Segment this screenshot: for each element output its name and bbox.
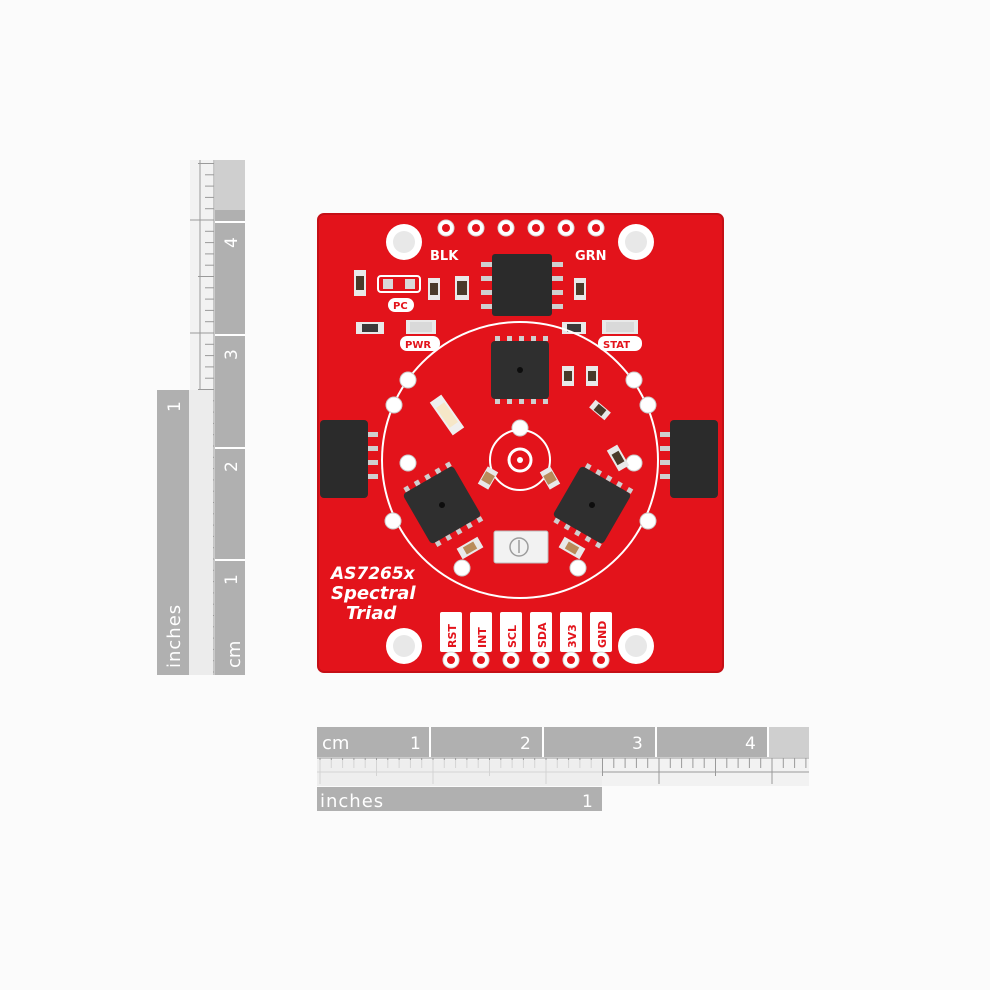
center-target bbox=[489, 429, 551, 491]
vruler-cm-1: 1 bbox=[222, 574, 242, 585]
bottom-header-pads bbox=[442, 651, 610, 669]
vruler-inch-1: 1 bbox=[165, 401, 185, 412]
board-title-line3: Triad bbox=[346, 603, 397, 624]
hruler-cm-label: cm bbox=[322, 733, 349, 754]
qwiic-connector-left bbox=[320, 420, 378, 498]
pin-3v3: 3V3 bbox=[566, 624, 579, 648]
pin-scl: SCL bbox=[506, 625, 519, 648]
hruler-cm-4: 4 bbox=[745, 734, 756, 754]
sensor-right bbox=[553, 463, 634, 549]
vruler-inches-label: inches bbox=[164, 604, 185, 668]
vruler-cm-2: 2 bbox=[222, 461, 242, 472]
label-grn: GRN bbox=[575, 249, 607, 264]
label-pwr: PWR bbox=[405, 340, 431, 351]
horizontal-ruler: cm 1 2 3 4 inches 1 bbox=[317, 727, 809, 812]
via-pads bbox=[384, 371, 657, 577]
hruler-cm-1: 1 bbox=[410, 734, 421, 754]
top-header-pads bbox=[437, 219, 605, 237]
hruler-cm-3: 3 bbox=[632, 734, 643, 754]
board-title-line2: Spectral bbox=[331, 583, 416, 604]
flash-chip bbox=[481, 254, 563, 316]
qwiic-connector-right bbox=[660, 420, 718, 498]
pin-sda: SDA bbox=[536, 622, 549, 648]
sensor-top bbox=[491, 336, 549, 404]
bottom-pin-labels bbox=[440, 612, 612, 652]
smd-components-ring bbox=[429, 366, 630, 560]
pin-gnd: GND bbox=[596, 621, 609, 648]
hruler-inches-label: inches bbox=[320, 791, 384, 812]
label-stat: STAT bbox=[603, 340, 630, 351]
hruler-cm-2: 2 bbox=[520, 734, 531, 754]
vertical-ruler: 4 3 2 1 cm 1 inches bbox=[157, 160, 245, 675]
vruler-cm-3: 3 bbox=[222, 349, 242, 360]
pin-rst: RST bbox=[446, 624, 459, 648]
smd-components-top bbox=[354, 270, 638, 334]
mounting-holes bbox=[386, 224, 654, 664]
label-blk: BLK bbox=[430, 249, 459, 264]
pin-int: INT bbox=[476, 627, 489, 648]
sensor-left bbox=[403, 461, 484, 547]
hruler-inch-1: 1 bbox=[582, 792, 593, 812]
board-title-line1: AS7265x bbox=[329, 564, 416, 584]
label-pc: PC bbox=[393, 301, 408, 312]
white-led bbox=[493, 530, 549, 564]
vruler-cm-label: cm bbox=[224, 641, 245, 668]
pcb-board: BLK GRN PC PWR bbox=[317, 213, 724, 673]
vruler-cm-4: 4 bbox=[222, 237, 242, 248]
